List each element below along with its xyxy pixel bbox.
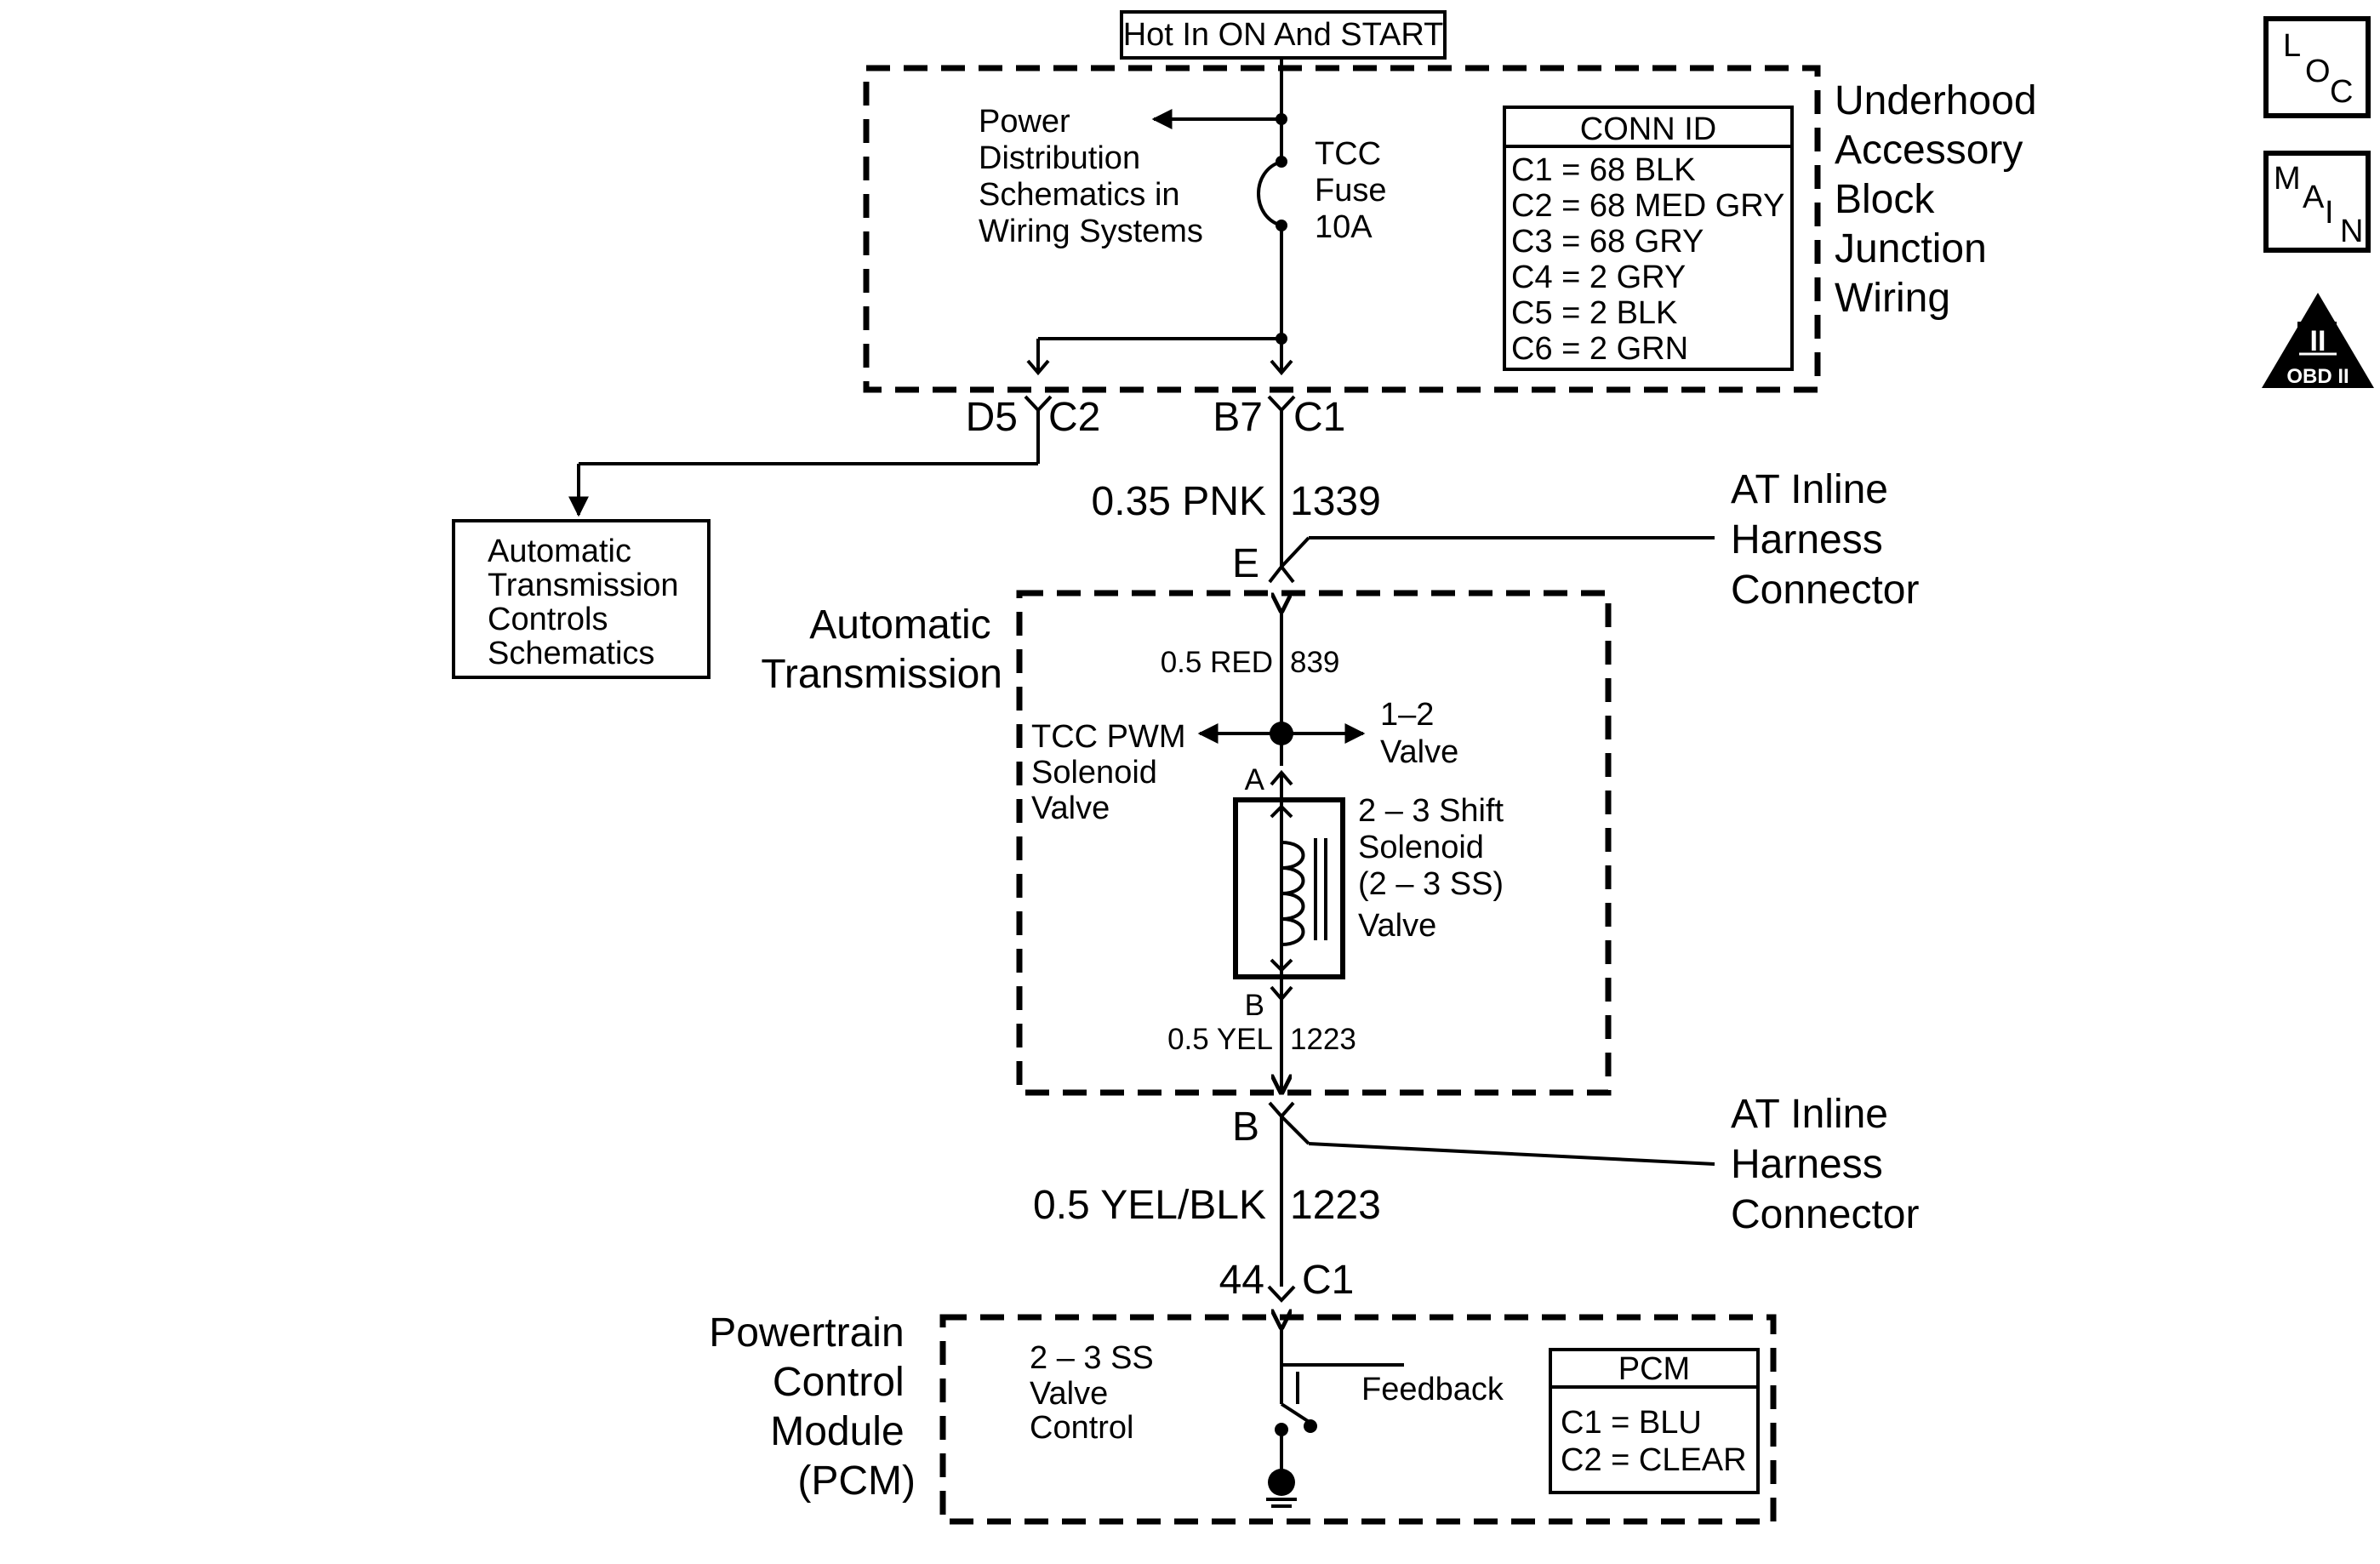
inline-connector-top-label: AT Inline Harness Connector [1731, 467, 1919, 613]
transmission-block-outline [1016, 590, 1612, 1096]
atc-schematics-label: Automatic Transmission Controls Schemati… [488, 534, 688, 671]
valve-control-label: 2 – 3 SS Valve Control [1030, 1340, 1162, 1446]
svg-text:M: M [2274, 161, 2301, 197]
wire-1223-lower-circuit: 1223 [1290, 1183, 1381, 1228]
conn-id-table: CONN ID C1 = 68 BLK C2 = 68 MED GRY C3 =… [1503, 106, 1794, 371]
wire-1339: 0.35 PNK 1339 [1092, 410, 1381, 567]
conn-id-list: C1 = 68 BLK C2 = 68 MED GRY C3 = 68 GRY … [1511, 152, 1793, 367]
conn-c2-label: C2 [1048, 395, 1100, 440]
svg-text:I: I [2325, 195, 2334, 231]
switch-symbol [1280, 1402, 1312, 1424]
wire-1223-yel-circuit: 1223 [1290, 1023, 1356, 1056]
fuse-symbol [1257, 160, 1282, 227]
inline-connector-top: E AT Inline Harness Connector [1232, 467, 1919, 613]
pin-b7: B7 [1213, 395, 1263, 440]
inline-connector-bottom-label: AT Inline Harness Connector [1731, 1092, 1919, 1237]
pcm-connector: 44 C1 [1219, 1258, 1355, 1303]
shift-solenoid-symbol [1233, 774, 1345, 979]
pcm-conn-c1: C1 [1302, 1258, 1354, 1303]
shift-solenoid-label: 2 – 3 Shift Solenoid (2 – 3 SS) Valve [1358, 793, 1513, 944]
pcm-id-table: PCM C1 = BLU C2 = CLEAR [1549, 1348, 1760, 1494]
pin-a: A [1245, 763, 1265, 796]
transmission-block: Automatic Transmission 0.5 RED 839 TCC P… [761, 590, 1612, 1096]
wire-1223-lower: 0.5 YEL/BLK 1223 [1033, 1116, 1381, 1287]
svg-text:A: A [2303, 180, 2325, 215]
valve-12-label: 1–2 Valve [1380, 697, 1458, 770]
pcm-block: Powertrain Control Module (PCM) 2 – 3 SS… [709, 1310, 1777, 1525]
pin-44: 44 [1219, 1258, 1264, 1303]
inline-connector-bottom: B AT Inline Harness Connector [1232, 1092, 1919, 1237]
svg-text:II: II [2310, 325, 2326, 357]
tcc-pwm-label: TCC PWM Solenoid Valve [1031, 719, 1195, 826]
wire-839-circuit: 839 [1290, 646, 1339, 679]
svg-text:L: L [2283, 28, 2301, 64]
pcm-title: Powertrain Control Module (PCM) [709, 1310, 916, 1504]
wire-1339-circuit: 1339 [1290, 479, 1381, 524]
wire-1223-lower-color: 0.5 YEL/BLK [1033, 1183, 1266, 1228]
hot-in-label-box: Hot In ON And START [1120, 10, 1447, 60]
pin-d5: D5 [966, 395, 1018, 440]
connector-c1-top: B7 C1 [1213, 395, 1345, 440]
svg-text:N: N [2340, 214, 2363, 249]
pcm-id-list: C1 = BLU C2 = CLEAR [1561, 1405, 1747, 1478]
pin-b-solenoid: B [1245, 989, 1264, 1022]
connector-c2: D5 C2 [568, 395, 1100, 517]
wire-839-color: 0.5 RED [1161, 646, 1273, 679]
ground-symbol [1268, 1469, 1295, 1496]
conn-id-header: CONN ID [1580, 111, 1716, 147]
pin-b-inline: B [1232, 1105, 1259, 1150]
transmission-title: Automatic Transmission [761, 602, 1002, 697]
pcm-block-outline [939, 1314, 1777, 1525]
conn-c1-label: C1 [1293, 395, 1345, 440]
underhood-block: Power Distribution Schematics in Wiring … [863, 58, 2048, 393]
power-distribution-text: Power Distribution Schematics in Wiring … [979, 104, 1203, 249]
pcm-id-header: PCM [1618, 1351, 1690, 1387]
feedback-label: Feedback [1361, 1372, 1504, 1407]
wire-1223-yel-color: 0.5 YEL [1167, 1023, 1273, 1056]
underhood-block-title: Underhood Accessory Block Junction Wirin… [1835, 78, 2048, 321]
loc-icon[interactable]: L O C [2263, 16, 2371, 118]
wire-1339-color: 0.35 PNK [1092, 479, 1266, 524]
main-icon[interactable]: M A I N [2263, 151, 2371, 253]
svg-text:C: C [2330, 74, 2353, 110]
svg-text:O: O [2305, 54, 2331, 89]
atc-schematics-box: Automatic Transmission Controls Schemati… [452, 519, 711, 679]
obd-ii-icon[interactable]: II OBD II [2262, 293, 2374, 388]
svg-text:OBD II: OBD II [2286, 365, 2349, 388]
hot-in-label: Hot In ON And START [1123, 17, 1444, 53]
pin-e: E [1232, 541, 1259, 586]
tcc-fuse-label: TCC Fuse 10A [1315, 136, 1395, 245]
